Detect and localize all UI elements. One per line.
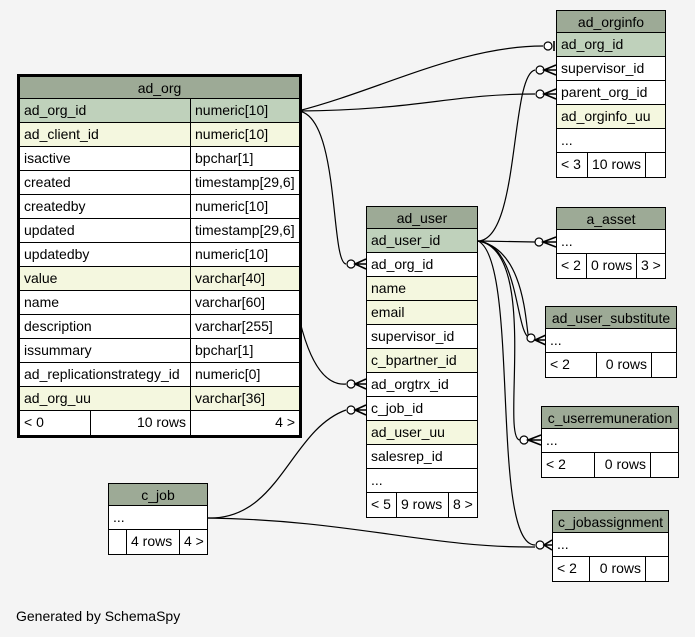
table-ad-orginfo[interactable]: ad_orginfo ad_org_id supervisor_id paren…	[556, 10, 666, 178]
edge-c-job-jobassignment	[207, 517, 536, 548]
table-row: email	[367, 301, 477, 325]
edge-ad-org-parent	[297, 93, 536, 112]
edge-ad-user-substitute-2	[477, 240, 531, 343]
table-title: ad_user_substitute	[546, 307, 676, 329]
edge-ad-org-ad-orginfo	[297, 45, 544, 112]
table-row: supervisor_id	[557, 57, 665, 81]
table-row: ...	[557, 230, 665, 254]
table-title: ad_orginfo	[557, 11, 665, 33]
table-row: salesrep_id	[367, 445, 477, 469]
table-title: ad_org	[20, 77, 299, 99]
table-row: ...	[553, 533, 668, 557]
edge-ad-user-a-asset	[477, 240, 536, 243]
table-title: c_userremuneration	[542, 407, 678, 429]
edge-ad-user-remuneration	[477, 240, 521, 441]
table-row: name	[367, 277, 477, 301]
table-row: ...	[546, 329, 676, 353]
table-row: c_job_id	[367, 397, 477, 421]
edge-ad-user-substitute-1	[477, 240, 531, 339]
edge-ad-user-jobassignment	[477, 240, 536, 546]
table-title: a_asset	[557, 208, 665, 230]
table-row: ad_orgtrx_id	[367, 373, 477, 397]
table-ad-user[interactable]: ad_user ad_user_id ad_org_id name email …	[366, 206, 478, 518]
table-row: ...	[367, 469, 477, 493]
table-row: ad_orginfo_uu	[557, 105, 665, 129]
table-title: ad_user	[367, 207, 477, 229]
edge-ad-user-supervisor	[477, 69, 536, 242]
table-row: parent_org_id	[557, 81, 665, 105]
table-row: ad_org_id	[367, 253, 477, 277]
table-row: ad_user_uu	[367, 421, 477, 445]
table-row: c_bpartner_id	[367, 349, 477, 373]
edge-ad-org-ad-user-org	[297, 110, 347, 265]
table-title: c_jobassignment	[553, 511, 668, 533]
table-title: c_job	[109, 484, 207, 506]
table-row: ...	[557, 129, 665, 153]
table-row: supervisor_id	[367, 325, 477, 349]
table-row: ad_org_id	[557, 33, 665, 57]
table-row: ...	[109, 506, 207, 530]
table-row: ad_user_id	[367, 229, 477, 253]
table-row: ...	[542, 429, 678, 453]
generated-by-label: Generated by SchemaSpy	[16, 608, 181, 624]
